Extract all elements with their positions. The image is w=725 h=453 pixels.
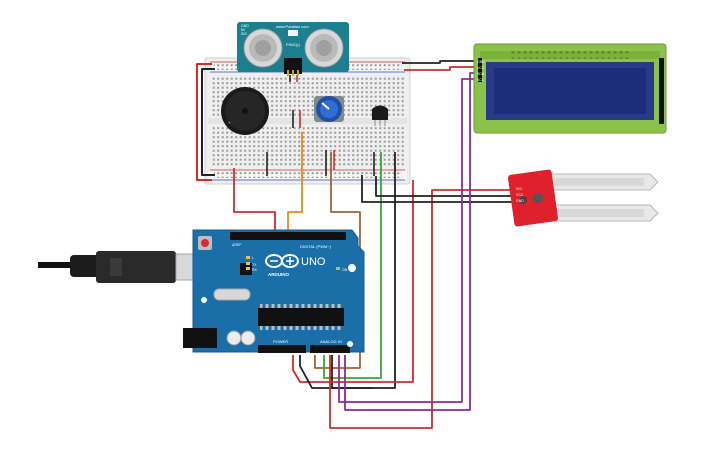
arduino-logo-text: ARDUINO [268, 272, 289, 277]
analog-header [310, 345, 350, 353]
l-label: L [252, 256, 254, 260]
wire-green-to-a1 [323, 152, 382, 379]
ultrasonic-pin-5v: 5V [241, 28, 246, 32]
ultrasonic-sensor: PING))) www.Parallax.com GND 5V SIG [237, 22, 349, 76]
wire-purple-sda [344, 72, 476, 411]
rx-label: RX [252, 268, 258, 272]
wire-black-to-lcd [402, 60, 476, 64]
led-tx [246, 262, 250, 265]
lcd-display: GND VCC SDA SCL [473, 43, 667, 134]
analog-label: ANALOG IN [320, 339, 342, 344]
wire-purple-scl [338, 78, 476, 403]
lcd-pin-sda: SDA [477, 72, 485, 76]
power-label: POWER [273, 339, 288, 344]
arduino-uno: UNO ARDUINO DIGITAL (PWM~) POWER ANALOG … [183, 229, 365, 353]
digital-header [230, 232, 346, 240]
moisture-pin-vcc: VCC [516, 193, 524, 197]
wire-red-to-lcd [404, 66, 476, 71]
ultrasonic-transducer-left [243, 28, 283, 68]
ultrasonic-label: PING))) [286, 42, 300, 47]
wire-red-rail-left [196, 63, 212, 181]
wire-black-sensor-sig [375, 176, 513, 197]
on-label: ON [342, 268, 348, 272]
usb-cable [38, 251, 211, 283]
tx-label: TX [252, 263, 257, 267]
wire-black-rail-left [201, 68, 215, 176]
wire-red-sensor-vcc [329, 189, 513, 429]
moisture-pin-gnd: GND [516, 199, 524, 203]
arduino-model: UNO [301, 256, 326, 268]
lcd-screen [494, 68, 646, 114]
wire-red-bb-to-arduino [233, 168, 276, 232]
lcd-pin-gnd: GND [477, 60, 485, 64]
arduino-logo-icon [265, 254, 299, 268]
ultrasonic-brand: www.Parallax.com [276, 24, 309, 29]
aref-label: AREF [232, 243, 241, 247]
power-jack [183, 328, 217, 348]
wire-orange-to-arduino [287, 132, 303, 232]
atmega-chip [258, 308, 344, 326]
wires [196, 60, 513, 429]
led-rx [246, 267, 250, 270]
lcd-pin-scl: SCL [477, 78, 484, 82]
moisture-pin-sig: SIG [516, 187, 522, 191]
ultrasonic-transducer-right [304, 28, 344, 68]
potentiometer [314, 96, 344, 122]
ultrasonic-pin-sig: SIG [241, 32, 247, 36]
moisture-probe-bottom [547, 204, 659, 222]
temperature-sensor [372, 105, 388, 126]
wire-black-gnd [299, 355, 372, 389]
led-on [336, 267, 340, 270]
ultrasonic-pin-gnd: GND [241, 24, 249, 28]
soil-moisture-sensor: SIG VCC GND [507, 169, 659, 227]
wire-red-5v [292, 180, 414, 383]
buzzer-plus-symbol: + [228, 120, 231, 125]
power-header [258, 345, 306, 353]
digital-label: DIGITAL (PWM~) [300, 244, 332, 249]
lcd-pin-vcc: VCC [477, 66, 485, 70]
led-l [246, 256, 250, 259]
moisture-probe-top [547, 173, 659, 191]
reset-button [201, 239, 209, 247]
buzzer: + [221, 87, 269, 135]
